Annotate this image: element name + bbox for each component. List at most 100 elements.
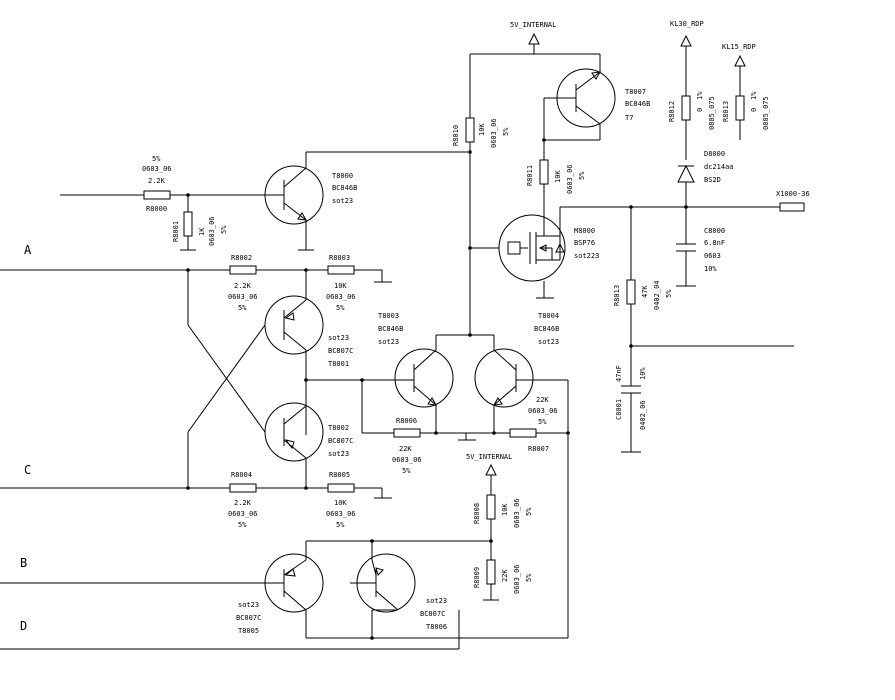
svg-text:BC846B: BC846B <box>332 184 357 192</box>
svg-text:T7: T7 <box>625 114 633 122</box>
svg-text:2.2K: 2.2K <box>234 499 252 507</box>
r8013-47k-resistor: R8013 47K 0402_04 5% <box>613 207 673 386</box>
svg-text:T8003: T8003 <box>378 312 399 320</box>
svg-text:6.8nF: 6.8nF <box>704 239 725 247</box>
svg-text:0603_06: 0603_06 <box>513 564 521 594</box>
svg-text:22K: 22K <box>536 396 549 404</box>
svg-text:0: 0 <box>750 108 758 112</box>
svg-text:1%: 1% <box>750 91 758 100</box>
r8012-resistor: R8012 0 1% 0805_075 <box>668 91 716 160</box>
svg-text:R8001: R8001 <box>172 221 180 242</box>
svg-text:T8004: T8004 <box>538 312 559 320</box>
svg-text:C8001: C8001 <box>615 399 623 420</box>
svg-text:0603_06: 0603_06 <box>490 118 498 148</box>
svg-text:10K: 10K <box>478 123 486 136</box>
svg-text:R8009: R8009 <box>473 567 481 588</box>
svg-text:D8000: D8000 <box>704 150 725 158</box>
svg-text:X1000-36: X1000-36 <box>776 190 810 198</box>
svg-text:BSP76: BSP76 <box>574 239 595 247</box>
svg-text:10%: 10% <box>639 367 647 380</box>
t8006-transistor: sot23 BC807C T8006 <box>350 553 447 638</box>
r8002-resistor: R8002 2.2K 0603_06 5% <box>228 254 328 312</box>
svg-text:C8000: C8000 <box>704 227 725 235</box>
svg-text:BC846B: BC846B <box>378 325 403 333</box>
d8000-diode: D8000 dc214aa BS2D <box>677 150 734 207</box>
r8008-resistor: R8008 10K 0603_06 5% <box>473 494 533 560</box>
svg-text:2.2K: 2.2K <box>148 177 166 185</box>
c8000-capacitor: C8000 6.8nF 0603 10% <box>676 207 725 287</box>
svg-text:R8003: R8003 <box>329 254 350 262</box>
svg-text:R8013: R8013 <box>613 285 621 306</box>
svg-text:BC807C: BC807C <box>236 614 261 622</box>
svg-text:R8011: R8011 <box>526 165 534 186</box>
svg-text:R8007: R8007 <box>528 445 549 453</box>
svg-text:10K: 10K <box>501 503 509 516</box>
svg-text:5%: 5% <box>402 467 411 475</box>
svg-text:R8002: R8002 <box>231 254 252 262</box>
svg-text:5V_INTERNAL: 5V_INTERNAL <box>510 21 556 29</box>
svg-text:47nF: 47nF <box>615 365 623 382</box>
r8009-resistor: R8009 22K 0603_06 5% <box>473 559 533 601</box>
svg-text:0603: 0603 <box>704 252 721 260</box>
svg-text:5%: 5% <box>152 155 161 163</box>
svg-text:0603_06: 0603_06 <box>228 510 258 518</box>
svg-text:sot23: sot23 <box>538 338 559 346</box>
t8007-transistor: T8007 BC846B T7 <box>544 54 650 140</box>
svg-text:sot23: sot23 <box>328 334 349 342</box>
svg-text:10K: 10K <box>334 282 347 290</box>
supply-5v-internal-top: 5V_INTERNAL <box>510 21 556 54</box>
svg-text:0402_06: 0402_06 <box>639 400 647 430</box>
m8000-mosfet: M8000 BSP76 sot223 <box>470 207 599 299</box>
svg-text:BC846B: BC846B <box>625 100 650 108</box>
t8000-transistor: T8000 BC846B sot23 <box>264 152 357 251</box>
r8011-resistor: R8011 10K 0603_06 5% <box>526 140 586 218</box>
svg-text:5%: 5% <box>538 418 547 426</box>
svg-text:10K: 10K <box>554 170 562 183</box>
svg-text:sot23: sot23 <box>426 597 447 605</box>
t8005-transistor: sot23 BC807C T8005 <box>0 553 324 638</box>
svg-text:0603_06: 0603_06 <box>142 165 172 173</box>
svg-text:22K: 22K <box>399 445 412 453</box>
svg-text:R8000: R8000 <box>146 205 167 213</box>
r8010-resistor: R8010 10K 0603_06 5% <box>452 117 510 335</box>
svg-text:R8012: R8012 <box>668 101 676 122</box>
svg-text:T8000: T8000 <box>332 172 353 180</box>
svg-text:T8002: T8002 <box>328 424 349 432</box>
svg-text:BS2D: BS2D <box>704 176 721 184</box>
svg-text:sot23: sot23 <box>328 450 349 458</box>
svg-text:M8000: M8000 <box>574 227 595 235</box>
input-label-b: B <box>20 556 27 570</box>
svg-text:0603_06: 0603_06 <box>228 293 258 301</box>
t8004-transistor: T8004 BC846B sot23 <box>474 312 568 433</box>
r8000-resistor: 5% 0603_06 2.2K R8000 <box>60 155 270 213</box>
r8006-resistor: R8006 22K 0603_06 5% <box>392 417 510 475</box>
svg-text:5%: 5% <box>238 521 247 529</box>
svg-text:sot223: sot223 <box>574 252 599 260</box>
svg-text:0603_06: 0603_06 <box>566 164 574 194</box>
svg-text:10K: 10K <box>334 499 347 507</box>
svg-text:R8010: R8010 <box>452 125 460 146</box>
svg-text:0603_06: 0603_06 <box>326 510 356 518</box>
input-label-a: A <box>24 243 32 257</box>
svg-text:1%: 1% <box>696 91 704 100</box>
svg-text:BC807C: BC807C <box>420 610 445 618</box>
input-label-d: D <box>20 619 27 633</box>
svg-text:5V_INTERNAL: 5V_INTERNAL <box>466 453 512 461</box>
r8013-resistor: R8013 0 1% 0805_075 <box>722 91 770 140</box>
svg-text:BC846B: BC846B <box>534 325 559 333</box>
svg-text:sot23: sot23 <box>332 197 353 205</box>
svg-text:5%: 5% <box>525 573 533 582</box>
svg-text:dc214aa: dc214aa <box>704 163 734 171</box>
svg-text:0: 0 <box>696 108 704 112</box>
r8007-resistor: R8007 22K 0603_06 5% <box>509 396 568 453</box>
svg-text:0402_04: 0402_04 <box>653 280 661 310</box>
supply-kl15-rdp: KL15_RDP <box>722 43 756 96</box>
svg-text:T8001: T8001 <box>328 360 349 368</box>
svg-text:0603_06: 0603_06 <box>208 216 216 246</box>
svg-text:sot23: sot23 <box>238 601 259 609</box>
svg-text:5%: 5% <box>336 521 345 529</box>
svg-text:T8006: T8006 <box>426 623 447 631</box>
input-label-c: C <box>24 463 31 477</box>
svg-text:5%: 5% <box>220 225 228 234</box>
